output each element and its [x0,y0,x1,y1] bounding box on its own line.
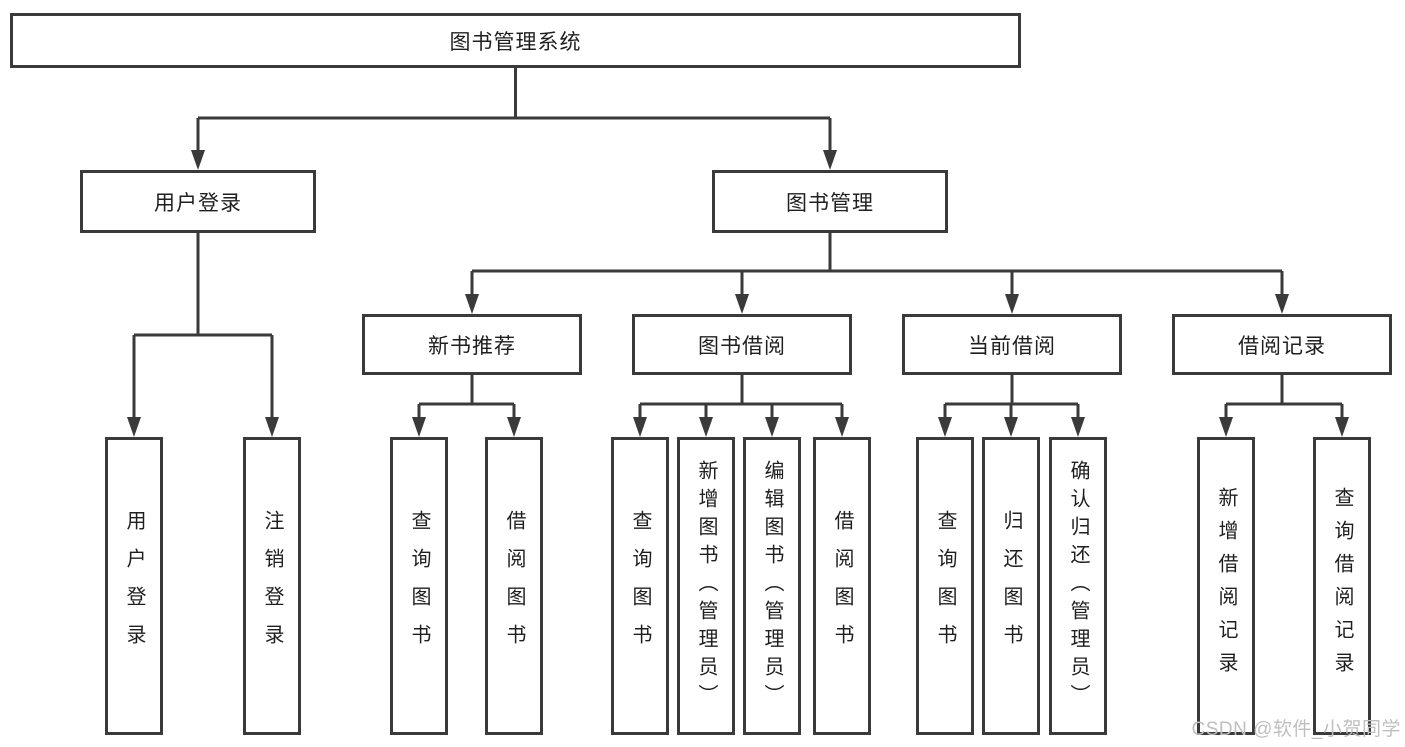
node-current-borrowing: 当前借阅 [902,314,1122,375]
node-label: 编辑图书（管理员） [761,460,783,712]
leaf-borrowing-add-books-admin: 新增图书（管理员） [677,437,735,735]
node-label: 借阅记录 [1238,334,1326,358]
node-label: 借阅图书 [503,510,525,662]
node-book-management: 图书管理 [712,170,948,233]
leaf-recommend-borrow-books: 借阅图书 [485,437,543,735]
leaf-records-query-record: 查询借阅记录 [1313,437,1371,735]
leaf-user-login: 用户登录 [105,437,163,735]
leaf-records-add-record: 新增借阅记录 [1197,437,1255,735]
node-label: 图书管理系统 [449,30,582,54]
watermark-text: CSDN @软件_小贺同学 [1191,719,1401,740]
node-label: 新增图书（管理员） [695,460,717,712]
node-new-book-recommend: 新书推荐 [362,314,582,375]
node-label: 新书推荐 [428,334,516,358]
leaf-logout: 注销登录 [243,437,301,735]
leaf-borrowing-borrow-books: 借阅图书 [813,437,871,735]
leaf-recommend-query-books: 查询图书 [390,437,448,735]
node-label: 图书借阅 [698,334,786,358]
node-label: 图书管理 [786,191,874,215]
node-label: 用户登录 [154,191,242,215]
node-borrowing-records: 借阅记录 [1172,314,1392,375]
leaf-current-return-books: 归还图书 [982,437,1040,735]
node-user-login: 用户登录 [80,170,316,233]
node-label: 新增借阅记录 [1215,487,1237,685]
node-label: 注销登录 [261,510,283,662]
node-book-borrowing: 图书借阅 [632,314,852,375]
leaf-current-query-books: 查询图书 [916,437,974,735]
node-system-root: 图书管理系统 [10,13,1021,68]
node-label: 查询图书 [629,510,651,662]
node-label: 查询图书 [408,510,430,662]
leaf-borrowing-query-books: 查询图书 [611,437,669,735]
arrowheads [127,150,1349,437]
node-label: 查询图书 [934,510,956,662]
node-label: 用户登录 [123,510,145,662]
leaf-current-confirm-return-admin: 确认归还（管理员） [1049,437,1107,735]
node-label: 查询借阅记录 [1331,487,1353,685]
node-label: 归还图书 [1000,510,1022,662]
connector-strokes [132,68,1344,418]
node-label: 当前借阅 [968,334,1056,358]
node-label: 确认归还（管理员） [1067,460,1089,712]
leaf-borrowing-edit-books-admin: 编辑图书（管理员） [743,437,801,735]
node-label: 借阅图书 [831,510,853,662]
